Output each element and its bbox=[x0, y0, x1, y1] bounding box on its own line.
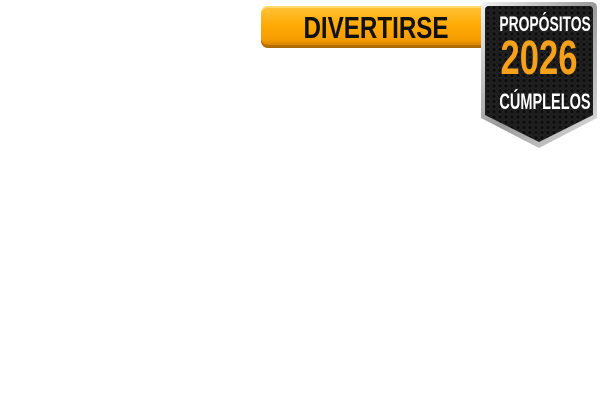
category-banner bbox=[261, 6, 497, 48]
shield-badge-icon bbox=[481, 2, 597, 148]
badge-title: PROPÓSITOS bbox=[499, 13, 591, 36]
category-label: DIVERTIRSE bbox=[303, 10, 449, 45]
badge-subtitle: CÚMPLELOS bbox=[499, 89, 591, 114]
badge-year: 2026 bbox=[500, 32, 578, 85]
